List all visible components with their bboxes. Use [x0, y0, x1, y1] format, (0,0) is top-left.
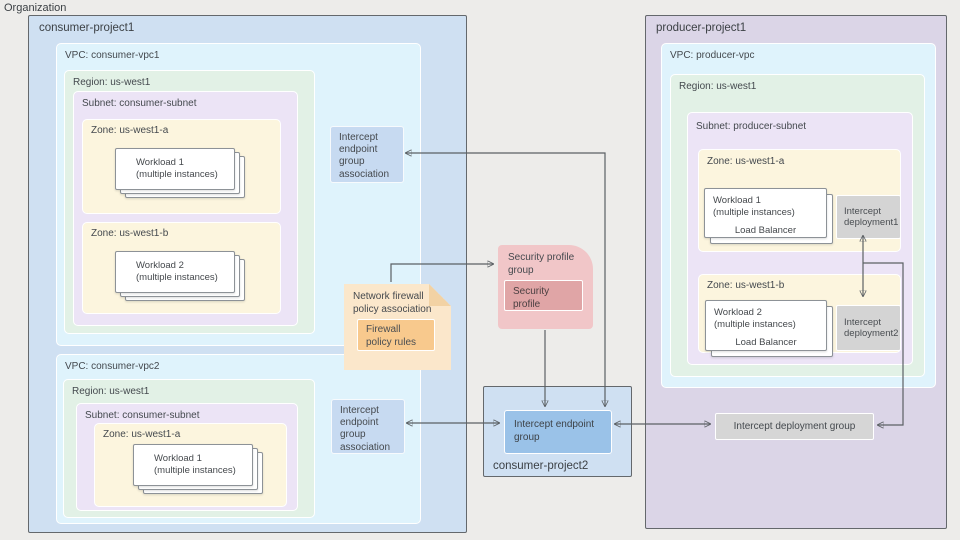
zone-us-west1-b-producer: Zone: us-west1-b Workload 2 (multiple in…	[698, 274, 901, 357]
workload-stack: Workload 2 (multiple instances)	[115, 251, 245, 301]
intercept-deployment2: Intercept deployment2	[836, 305, 901, 351]
subnet-vpc1-label: Subnet: consumer-subnet	[82, 98, 197, 109]
intercept-endpoint-group-association-vpc2: Intercept endpoint group association	[331, 399, 405, 454]
zone-us-west1-b-vpc1: Zone: us-west1-b Workload 2 (multiple in…	[82, 222, 281, 314]
zone-us-west1-a-producer: Zone: us-west1-a Workload 1 (multiple in…	[698, 149, 901, 252]
workload-stack: Workload 1 (multiple instances)	[133, 444, 263, 494]
workload-name: Workload 1	[713, 195, 761, 206]
subnet-producer-label: Subnet: producer-subnet	[696, 121, 807, 132]
intercept-deployment1: Intercept deployment1	[836, 195, 901, 239]
region-vpc1-label: Region: us-west1	[73, 77, 151, 88]
zone-a-producer-label: Zone: us-west1-a	[707, 156, 785, 167]
vpc-consumer-vpc2-label: VPC: consumer-vpc2	[65, 361, 160, 372]
workload-stack: Workload 2 (multiple instances) Load Bal…	[705, 300, 835, 357]
security-profile-group-label: Security profile group	[508, 252, 575, 276]
intercept-endpoint-group: Intercept endpoint group	[504, 410, 612, 454]
zone-b-producer-label: Zone: us-west1-b	[707, 280, 785, 291]
consumer-project1-title: consumer-project1	[39, 22, 135, 34]
firewall-policy-rules: Firewall policy rules	[357, 319, 435, 351]
vpc-producer-label: VPC: producer-vpc	[670, 50, 755, 61]
workload-card: Workload 1 (multiple instances) Load Bal…	[704, 188, 827, 238]
workload-name: Workload 1	[154, 452, 202, 464]
workload-card: Workload 2 (multiple instances) Load Bal…	[705, 300, 827, 351]
vpc-consumer-vpc1-label: VPC: consumer-vpc1	[65, 50, 160, 61]
region-us-west1-vpc1: Region: us-west1 Subnet: consumer-subnet…	[64, 70, 315, 334]
network-firewall-policy-association-label: Network firewall policy association	[353, 291, 432, 315]
zone-a-vpc1-label: Zone: us-west1-a	[91, 125, 169, 136]
workload-subtext: (multiple instances)	[136, 272, 218, 283]
workload-name: Workload 2	[714, 307, 762, 318]
security-profile-group: Security profile group Security profile	[498, 245, 593, 329]
workload-subtext: (multiple instances)	[136, 169, 218, 180]
zone-us-west1-a-vpc2: Zone: us-west1-a Workload 1 (multiple in…	[94, 423, 287, 507]
producer-project1-title: producer-project1	[656, 22, 747, 34]
subnet-vpc2-label: Subnet: consumer-subnet	[85, 410, 200, 421]
load-balancer-label: Load Balancer	[735, 336, 797, 348]
workload-card: Workload 1 (multiple instances)	[115, 148, 235, 190]
consumer-project1-container: consumer-project1 VPC: consumer-vpc1 Reg…	[28, 15, 467, 533]
zone-b-vpc1-label: Zone: us-west1-b	[91, 228, 169, 239]
producer-project1-container: producer-project1 VPC: producer-vpc Regi…	[645, 15, 947, 529]
subnet-consumer-subnet-vpc1: Subnet: consumer-subnet Zone: us-west1-a…	[73, 91, 298, 326]
consumer-project2-container: Intercept endpoint group consumer-projec…	[483, 386, 632, 477]
workload-subtext: (multiple instances)	[154, 465, 236, 476]
zone-a-vpc2-label: Zone: us-west1-a	[103, 429, 181, 440]
intercept-deployment-group: Intercept deployment group	[715, 413, 874, 440]
region-vpc2-label: Region: us-west1	[72, 386, 150, 397]
vpc-producer-vpc: VPC: producer-vpc Region: us-west1 Subne…	[661, 43, 936, 388]
consumer-project2-title: consumer-project2	[493, 460, 589, 472]
workload-subtext: (multiple instances)	[713, 207, 795, 219]
vpc-consumer-vpc1: VPC: consumer-vpc1 Region: us-west1 Subn…	[56, 43, 421, 346]
workload-stack: Workload 1 (multiple instances) Load Bal…	[704, 188, 834, 245]
workload-card: Workload 1 (multiple instances)	[133, 444, 253, 486]
workload-subtext: (multiple instances)	[714, 319, 796, 331]
vpc-consumer-vpc2: VPC: consumer-vpc2 Region: us-west1 Subn…	[56, 354, 421, 524]
subnet-producer-subnet: Subnet: producer-subnet Zone: us-west1-a…	[687, 112, 913, 365]
workload-card: Workload 2 (multiple instances)	[115, 251, 235, 293]
region-us-west1-producer: Region: us-west1 Subnet: producer-subnet…	[670, 74, 925, 377]
workload-name: Workload 2	[136, 259, 184, 271]
security-profile: Security profile	[504, 280, 583, 311]
workload-stack: Workload 1 (multiple instances)	[115, 148, 245, 198]
workload-name: Workload 1	[136, 156, 184, 168]
region-us-west1-vpc2: Region: us-west1 Subnet: consumer-subnet…	[63, 379, 315, 518]
folded-corner	[429, 284, 451, 306]
subnet-consumer-subnet-vpc2: Subnet: consumer-subnet Zone: us-west1-a…	[76, 403, 298, 511]
organization-label: Organization	[4, 2, 67, 14]
network-firewall-policy-association: Network firewall policy association Fire…	[344, 284, 451, 370]
zone-us-west1-a-vpc1: Zone: us-west1-a Workload 1 (multiple in…	[82, 119, 281, 214]
region-producer-label: Region: us-west1	[679, 81, 757, 92]
load-balancer-label: Load Balancer	[734, 224, 797, 236]
intercept-endpoint-group-association-vpc1: Intercept endpoint group association	[330, 126, 404, 183]
